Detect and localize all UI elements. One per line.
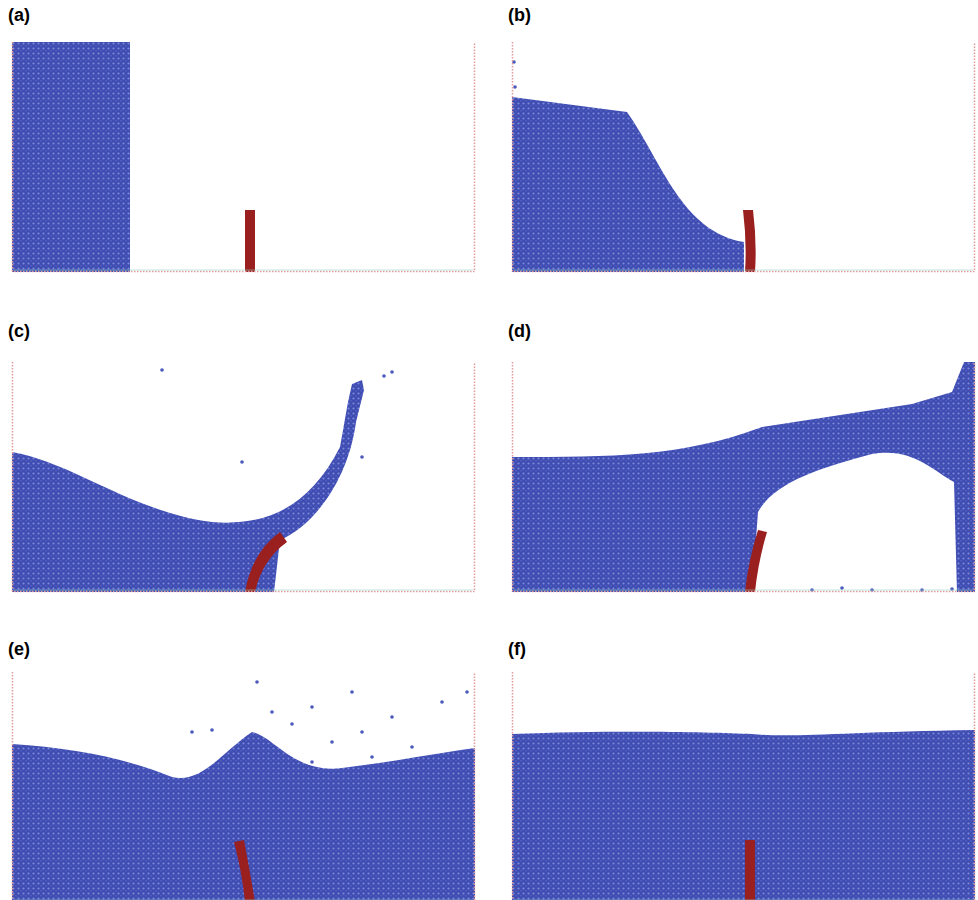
droplet [240,460,244,464]
floor-layer [14,270,473,271]
droplet [360,730,364,734]
droplet [290,722,294,726]
droplet [360,455,364,459]
tank-boundary [513,42,975,272]
elastic-plate [743,210,756,272]
elastic-plate [745,530,767,592]
elastic-plate [745,840,755,900]
panel-label: (a) [8,6,30,24]
droplet [382,374,386,378]
droplet [440,700,444,704]
droplet [513,85,517,89]
tank-boundary [513,672,975,900]
droplet [160,368,164,372]
elastic-plate [234,840,255,900]
droplet [465,690,469,694]
simulation-frame [12,362,475,592]
simulation-frame [12,42,475,272]
floor-layer [14,590,473,591]
droplet [410,745,414,749]
droplet [390,370,394,374]
panel-label: (b) [508,6,531,24]
fluid-particles [512,97,744,272]
simulation-frame [512,362,975,592]
fluid-particles [512,362,975,592]
droplet [940,415,944,419]
droplet [840,586,844,590]
simulation-frame [12,672,475,900]
tank-boundary [13,42,475,272]
droplet [210,728,214,732]
droplet [270,710,274,714]
fluid-particles [12,380,364,592]
panel-label: (e) [8,640,30,658]
droplet [350,690,354,694]
fluid-particles [12,42,130,272]
simulation-frame [512,42,975,272]
tank-boundary [513,362,975,592]
elastic-plate [245,532,287,592]
tank-boundary [13,362,475,592]
droplet [390,715,394,719]
panel-label: (c) [8,322,30,340]
droplet [310,705,314,709]
droplet [330,740,334,744]
droplet [310,760,314,764]
droplet [370,755,374,759]
fluid-particles [12,732,475,900]
simulation-frame [512,672,975,900]
tank-boundary [13,672,475,900]
panel-label: (f) [508,640,526,658]
floor-layer [514,270,973,271]
elastic-plate [245,210,255,272]
floor-layer [514,590,973,591]
panel-label: (d) [508,322,531,340]
fluid-particles [512,730,975,900]
droplet [255,680,259,684]
droplet [190,730,194,734]
